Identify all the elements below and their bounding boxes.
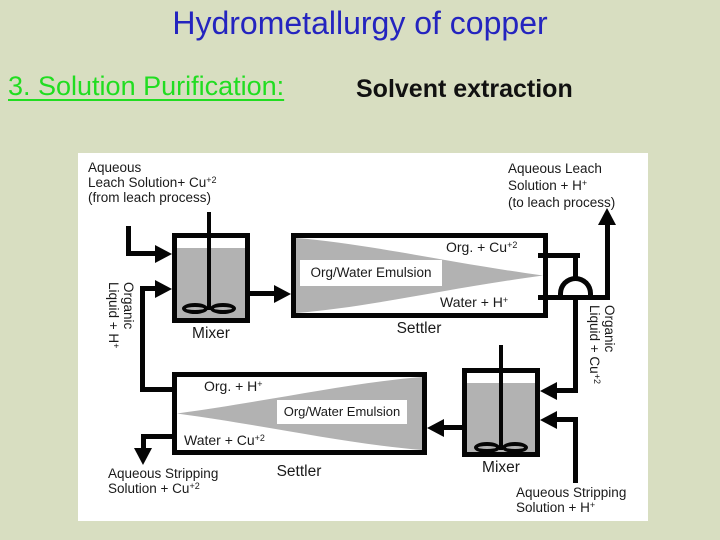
arrowhead-into-top-mixer-lower	[155, 280, 172, 298]
superscript: +	[581, 178, 588, 188]
superscript: +	[589, 500, 596, 510]
pipe-feed-horizontal	[126, 251, 157, 256]
label-line: Aqueous	[88, 160, 142, 175]
label-organic-liquid-h: Organic Liquid + H+	[106, 282, 136, 392]
label-water-h: Water + H+	[440, 294, 508, 310]
label-organic-liquid-cu: Organic Liquid + Cu+2	[587, 305, 617, 423]
pipe-organic-return-bottom	[140, 387, 177, 392]
pipe-organic-return-vertical	[140, 286, 145, 392]
pipe-water-outlet	[538, 295, 610, 300]
arrowhead-into-bottom-mixer-lower	[540, 411, 557, 429]
superscript: +2	[254, 433, 265, 443]
superscript: +2	[507, 240, 518, 250]
arrowhead-into-bottom-mixer-upper	[540, 382, 557, 400]
superscript: +2	[189, 481, 200, 491]
pipe-stripping-vertical	[573, 417, 578, 483]
label-line: Solution + Cu	[108, 481, 190, 496]
label-line: Aqueous Leach	[508, 161, 602, 176]
arrowhead-to-leach-process	[598, 208, 616, 225]
slide-subtitle: Solvent extraction	[356, 75, 573, 103]
label-line: Liquid + H	[106, 282, 121, 344]
label-line: Aqueous Stripping	[108, 466, 219, 481]
label-line: Solution + H	[516, 500, 590, 515]
emulsion-label-top: Org/Water Emulsion	[300, 260, 442, 286]
emulsion-label-bottom: Org/Water Emulsion	[277, 400, 407, 424]
bottom-settler-label: Settler	[276, 463, 322, 480]
superscript: +	[502, 295, 509, 305]
pipe-feed-vertical	[126, 226, 131, 256]
section-heading: 3. Solution Purification:	[8, 71, 285, 101]
pipe-org-down-upper	[573, 253, 578, 278]
label-aqueous-leach-feed: Aqueous Leach Solution+ Cu+2 (from leach…	[88, 160, 216, 205]
label-line: Org. + H	[204, 378, 258, 394]
impeller	[210, 303, 236, 314]
label-stripping-in: Aqueous Stripping Solution + H+	[516, 485, 626, 515]
label-line: (to leach process)	[508, 195, 616, 210]
top-mixer-shaft	[207, 212, 211, 310]
label-line: Water + Cu	[184, 432, 255, 448]
slide-title: Hydrometallurgy of copper	[172, 5, 548, 41]
top-mixer-label: Mixer	[192, 325, 230, 342]
label-line: Aqueous Stripping	[516, 485, 627, 500]
label-line: Solution + H	[508, 178, 582, 193]
pipe-mixer-to-settler-bottom	[442, 425, 464, 430]
superscript: +2	[592, 373, 602, 384]
pipe-org-into-mixer	[555, 388, 578, 393]
pipe-org-outlet-stub	[538, 253, 580, 258]
label-aqueous-leach-out: Aqueous Leach Solution + H+ (to leach pr…	[508, 160, 615, 211]
impeller	[474, 442, 500, 453]
impeller	[182, 303, 208, 314]
bottom-mixer-label: Mixer	[482, 459, 520, 476]
label-stripping-out: Aqueous Stripping Solution + Cu+2	[108, 466, 218, 496]
pipe-strip-out-vertical	[141, 434, 146, 451]
bottom-mixer-shaft	[499, 345, 503, 450]
label-org-h: Org. + H+	[204, 378, 263, 394]
arrowhead-into-bottom-settler	[427, 419, 444, 437]
superscript: +2	[206, 175, 217, 185]
arrowhead-into-top-mixer-upper	[155, 245, 172, 263]
arrowhead-stripping-out	[134, 448, 152, 465]
label-water-cu: Water + Cu+2	[184, 432, 265, 448]
impeller	[502, 442, 528, 453]
label-line: Liquid + Cu	[587, 305, 602, 374]
top-settler-label: Settler	[396, 320, 442, 337]
label-org-cu: Org. + Cu+2	[446, 239, 517, 255]
label-line: (from leach process)	[88, 190, 212, 205]
pipe-to-leach-vertical	[605, 223, 610, 300]
label-line: Organic	[121, 282, 136, 330]
label-line: Water + H	[440, 294, 503, 310]
label-line: Org. + Cu	[446, 239, 508, 255]
pipe-organic-return-top	[140, 286, 157, 291]
label-line: Leach Solution+ Cu	[88, 175, 207, 190]
pipe-stripping-horizontal	[555, 417, 578, 422]
pipe-strip-out-horizontal	[141, 434, 172, 439]
diagram-panel: Aqueous Leach Solution+ Cu+2 (from leach…	[78, 153, 648, 521]
superscript: +	[257, 379, 263, 389]
pipe-org-down-lower	[573, 300, 578, 393]
pipe-mixer-to-settler-top	[245, 291, 276, 296]
arrowhead-into-top-settler	[274, 285, 291, 303]
pipe-crossover-bridge	[558, 276, 593, 295]
superscript: +	[111, 343, 121, 349]
label-line: Organic	[602, 305, 617, 353]
